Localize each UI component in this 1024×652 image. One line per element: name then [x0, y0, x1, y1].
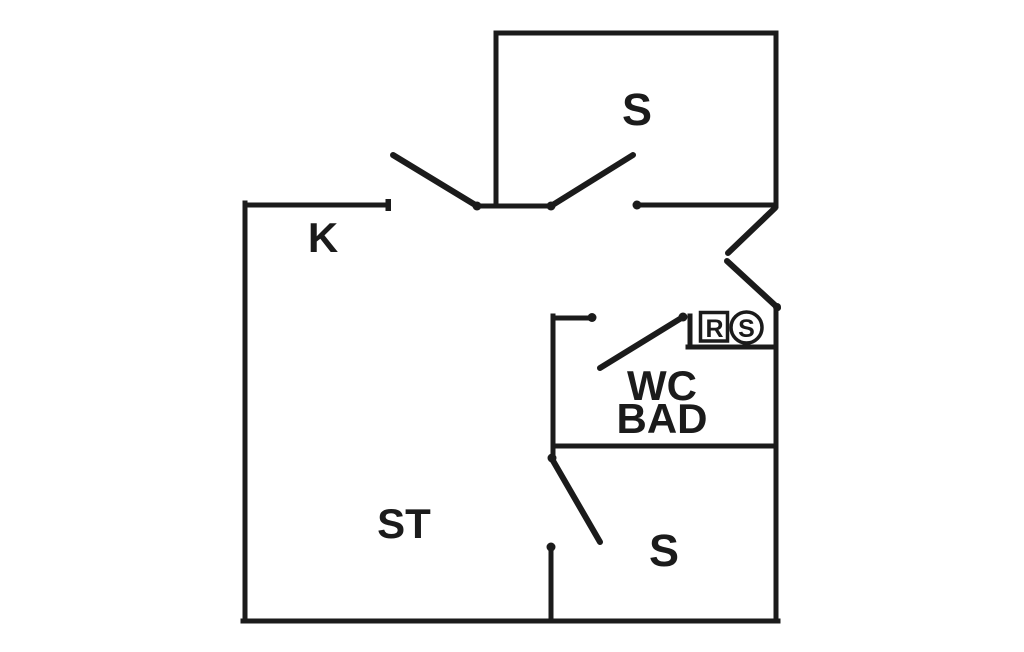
- door-swing-bathroom: [597, 314, 686, 371]
- jamb-bedroom-bottom-hinge: [547, 453, 557, 463]
- door-swing-bedroom-bottom: [549, 456, 603, 545]
- room-label-bedroom-top: S: [622, 84, 652, 135]
- room-label-bedroom-bottom: S: [649, 525, 679, 576]
- room-label-living-room: ST: [377, 500, 431, 547]
- jamb-entrance-lower: [773, 303, 781, 311]
- room-labels: S K WC BAD ST S: [308, 84, 708, 576]
- r-square-icon: [698, 310, 730, 343]
- door-swing-kitchen-hall: [390, 152, 480, 209]
- s-circle-icon: [729, 310, 764, 345]
- appliance-symbols: R S: [698, 310, 764, 345]
- jamb-hall-segment-left: [472, 201, 482, 211]
- jamb-bathroom-hinge: [678, 312, 688, 322]
- room-label-bathroom-line1: WC: [627, 362, 697, 409]
- jamb-kitchen-wall-end: [385, 199, 391, 211]
- room-label-kitchen: K: [308, 214, 338, 261]
- doors: [390, 152, 781, 545]
- jamb-living-stub-top: [546, 542, 556, 552]
- door-jambs: [385, 199, 781, 552]
- r-square-label: R: [705, 315, 723, 343]
- walls: [240, 30, 781, 624]
- door-entrance-leaf-lower: [724, 258, 781, 311]
- s-circle-label: S: [738, 315, 755, 343]
- wall-bedroom-top-outline: [493, 30, 779, 209]
- jamb-bathroom-stub-end: [587, 313, 597, 322]
- jamb-bedroom-top-door: [632, 200, 642, 210]
- jamb-hall-segment-right: [546, 201, 556, 211]
- door-entrance-leaf-upper: [725, 205, 778, 256]
- door-swing-bedroom-top: [548, 152, 636, 209]
- room-label-bathroom-line2: BAD: [617, 395, 708, 442]
